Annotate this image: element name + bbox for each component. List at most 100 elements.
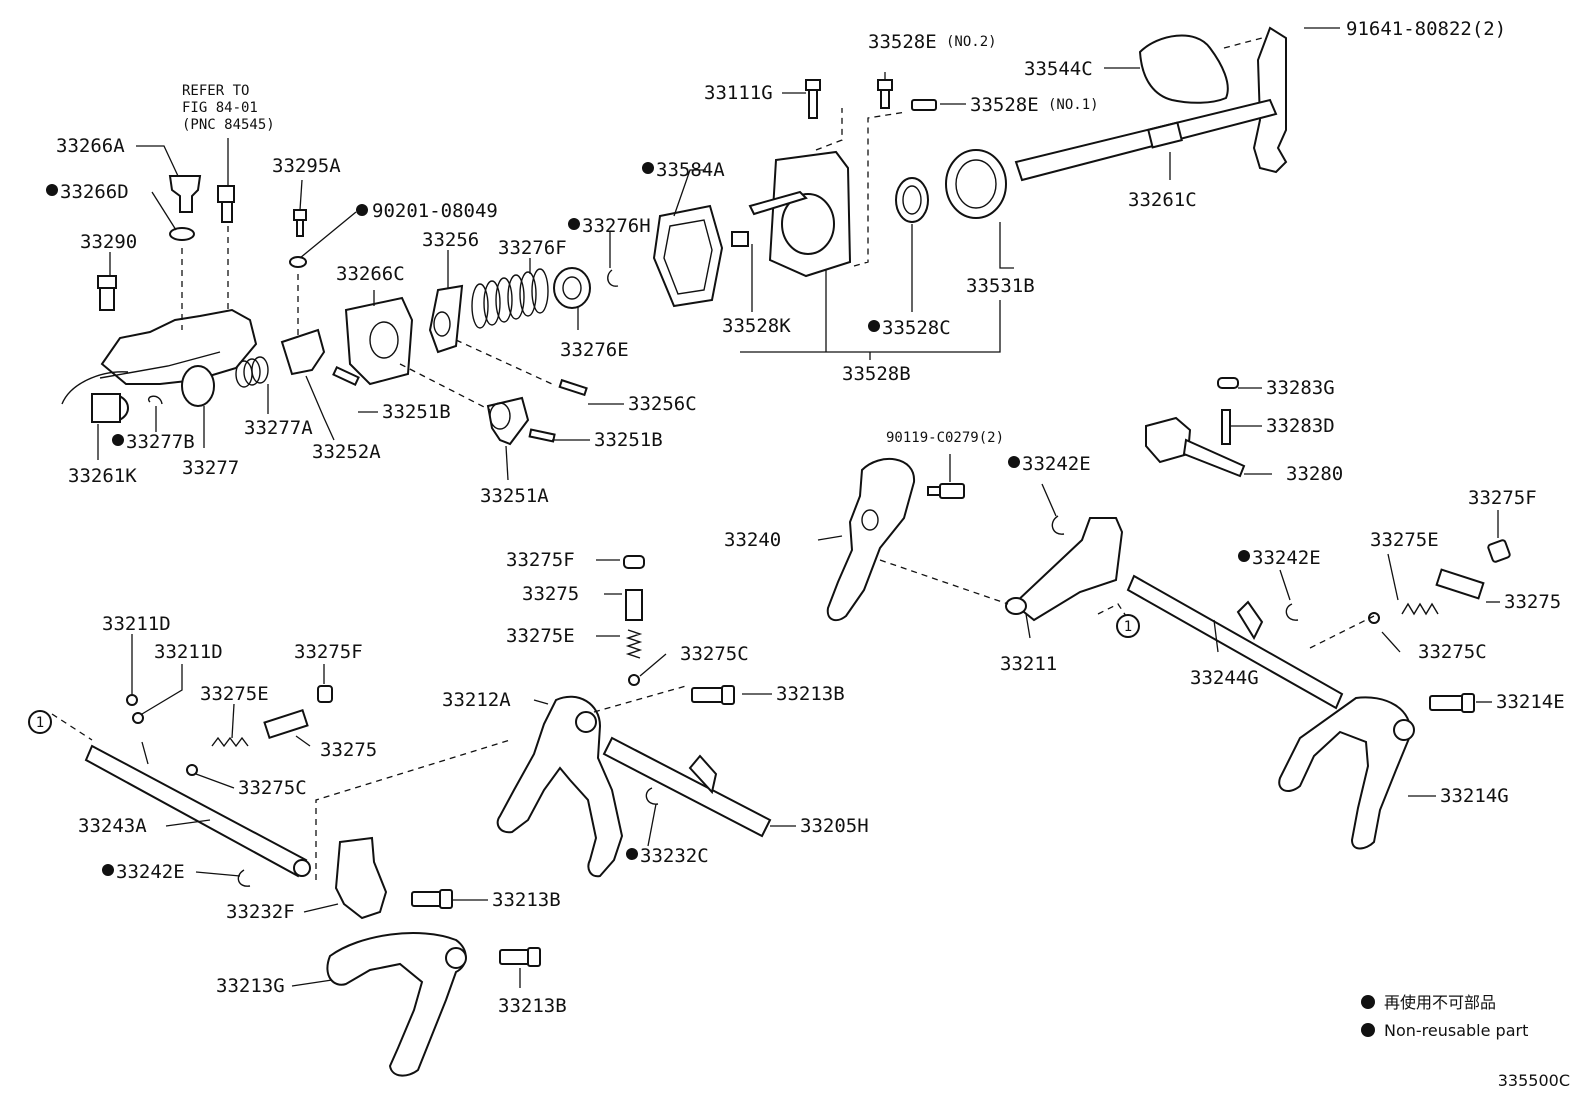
pin-33275-l: [263, 708, 309, 740]
label-33256: 33256: [422, 229, 479, 251]
label-33266d: 33266D: [60, 181, 129, 203]
label-90201: 90201-08049: [372, 200, 498, 222]
label-33205h: 33205H: [800, 815, 869, 837]
pin-33251b-b: [528, 428, 556, 443]
label-33283g: 33283G: [1266, 377, 1335, 399]
label-33211: 33211: [1000, 653, 1057, 675]
label-33275f-l: 33275F: [294, 641, 363, 663]
gasket-90201: [289, 256, 307, 268]
label-33213g: 33213G: [216, 975, 285, 997]
label-33280: 33280: [1286, 463, 1343, 485]
label-33528e-no2-note: (NO.2): [946, 34, 997, 50]
sensor-33280: [1145, 416, 1246, 478]
nonreusable-dot-33242e-b: [1238, 550, 1250, 562]
label-33275f-m: 33275F: [506, 549, 575, 571]
label-33242e-c: 33242E: [116, 861, 185, 883]
bolt-33528e-no2: [877, 79, 893, 109]
plate-33256: [428, 284, 464, 354]
bearing-33531b: [945, 149, 1007, 219]
label-33242e-a: 33242E: [1022, 453, 1091, 475]
label-33256c: 33256C: [628, 393, 697, 415]
nonreusable-dot-33528c: [868, 320, 880, 332]
dash-33528e: [853, 111, 907, 267]
plug-33290: [97, 275, 117, 311]
seal-33528c: [895, 177, 929, 223]
dash-33212a: [315, 739, 511, 880]
refer-note: REFER TO FIG 84-01 (PNC 84545): [182, 83, 275, 133]
label-33531b: 33531B: [966, 275, 1035, 297]
label-33275-m: 33275: [522, 583, 579, 605]
legend-dot-jp: [1361, 995, 1375, 1009]
ball-33275c-m: [628, 674, 640, 686]
ring-33277b: [148, 395, 163, 405]
plug-33275f-l: [317, 685, 333, 703]
nonreusable-dot-33276h: [568, 218, 580, 230]
dash-ref-r: [1097, 603, 1127, 617]
nonreusable-dot-33266d: [46, 184, 58, 196]
label-33584a: 33584A: [656, 159, 725, 181]
label-33275c-l: 33275C: [238, 777, 307, 799]
spring-33275e-m: [625, 629, 643, 659]
pin-33528k: [731, 231, 749, 247]
legend: 再使用不可部品 Non-reusable part: [1361, 993, 1528, 1040]
label-90119: 90119-C0279(2): [886, 430, 1004, 446]
body-casting: [61, 308, 258, 405]
fork-33214g: [1278, 696, 1415, 850]
label-33213b-b: 33213B: [492, 889, 561, 911]
bushing-33277: [181, 365, 215, 407]
label-33276f: 33276F: [498, 237, 567, 259]
svg-text:FIG 84-01: FIG 84-01: [182, 100, 258, 116]
label-33275e-m: 33275E: [506, 625, 575, 647]
label-33275-l: 33275: [320, 739, 377, 761]
bolt-33213b-b: [411, 889, 453, 909]
clip-33276h: [607, 269, 619, 287]
svg-text:(PNC 84545): (PNC 84545): [182, 117, 275, 133]
label-33213b-a: 33213B: [776, 683, 845, 705]
clip-33242e-b: [1285, 603, 1299, 621]
clip-33242e-a: [1051, 515, 1065, 535]
dash-33251a: [399, 363, 491, 411]
gasket-33266d: [169, 227, 195, 241]
label-33276e: 33276E: [560, 339, 629, 361]
svg-text:1: 1: [1124, 619, 1132, 635]
dash-cover: [1223, 37, 1263, 49]
legend-en: Non-reusable part: [1384, 1021, 1528, 1040]
label-33232f: 33232F: [226, 901, 295, 923]
label-33251b-b: 33251B: [594, 429, 663, 451]
plug-33275f-m: [623, 555, 645, 569]
part-labels: 91641-80822(2) 33544C 33528E (NO.2) 3352…: [46, 18, 1565, 1017]
bolt-33295a: [293, 209, 307, 237]
retainer-33276e: [553, 267, 591, 309]
label-33290: 33290: [80, 231, 137, 253]
nonreusable-dot-33584a: [642, 162, 654, 174]
spring-33275e-r: [1401, 602, 1439, 616]
bolt-90119: [927, 483, 965, 499]
shaft-33244g: [1126, 574, 1344, 710]
lever-33232f: [334, 836, 388, 920]
label-33266c: 33266C: [336, 263, 405, 285]
fork-33212a: [496, 695, 624, 878]
pin-33251b-a: [332, 365, 360, 387]
ball-33275c-l: [186, 764, 198, 776]
label-33111g: 33111G: [704, 82, 773, 104]
label-33275-r: 33275: [1504, 591, 1561, 613]
pin-33275-r: [1435, 568, 1485, 600]
plug-33283g: [1217, 377, 1239, 389]
label-33212a: 33212A: [442, 689, 511, 711]
housing-33266c: [344, 296, 414, 386]
nonreusable-dot-90201: [356, 204, 368, 216]
bolt-33528e-no1: [911, 99, 937, 111]
label-33213b-c: 33213B: [498, 995, 567, 1017]
lever-33211: [1005, 517, 1124, 622]
label-33242e-b: 33242E: [1252, 547, 1321, 569]
clip-33232c: [645, 787, 659, 805]
label-33211d-a: 33211D: [102, 613, 171, 635]
nonreusable-dot-33242e-a: [1008, 456, 1020, 468]
dash-33256c: [455, 339, 553, 385]
label-33528b: 33528B: [842, 363, 911, 385]
label-33275e-r: 33275E: [1370, 529, 1439, 551]
label-33528e-no1: 33528E: [970, 94, 1039, 116]
lever-33252a: [280, 328, 326, 376]
ref-marker-left: 1: [28, 710, 52, 734]
